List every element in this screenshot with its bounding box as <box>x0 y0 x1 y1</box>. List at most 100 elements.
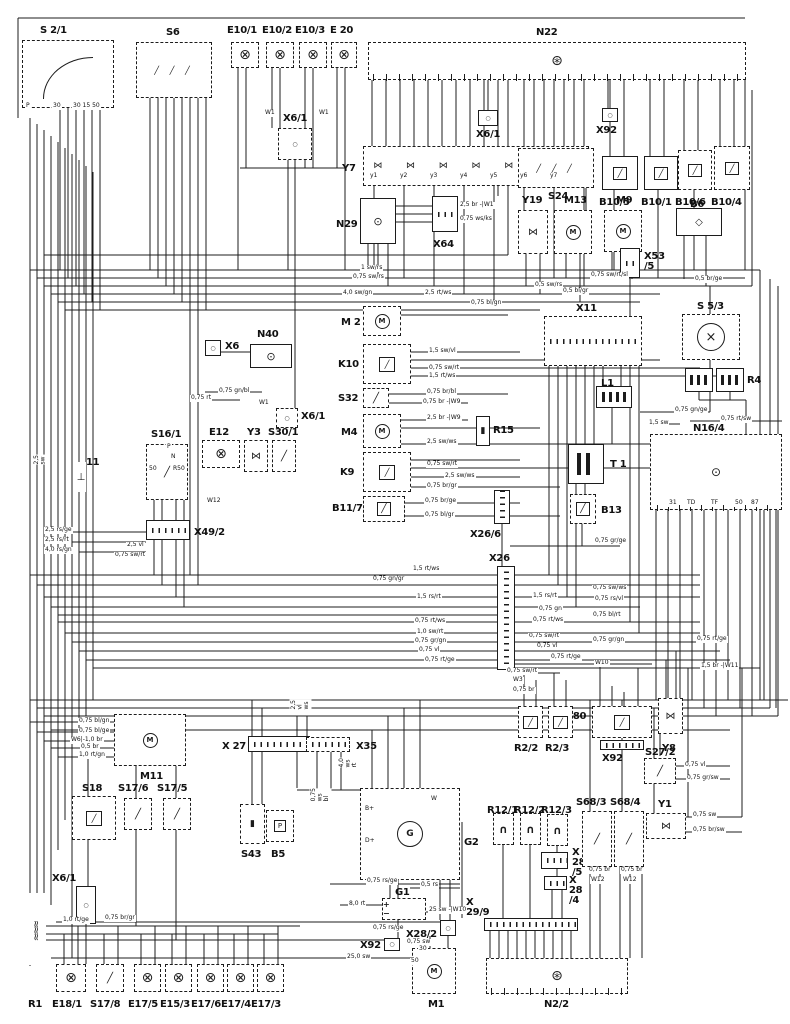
component-label-m2: M 2 <box>341 317 361 328</box>
wire-label: 50 <box>410 957 420 965</box>
component-label-m9: M9 <box>616 195 633 206</box>
component-x28-2 <box>440 920 456 936</box>
wire-label: W <box>430 795 438 803</box>
wire-label: 0,75 rt/ws <box>414 617 447 625</box>
wire-label: 2,5 br -|W1 <box>459 201 495 209</box>
wire-label: 1,0 sw/rt <box>416 628 445 636</box>
wire-label: N <box>170 453 177 461</box>
component-label-x29-9: X 29/9 <box>466 897 490 918</box>
wire-label: 0,75 gn <box>538 605 563 613</box>
component-label-s24: S24 <box>548 191 569 202</box>
wire-label: 0,75 br <box>620 866 644 874</box>
component-label-g1: G1 <box>395 887 410 898</box>
component-e12 <box>202 440 240 468</box>
component-s30-1 <box>272 440 296 472</box>
wire-label: 30 15 50 <box>72 102 101 110</box>
wire-label: y1 <box>369 172 379 180</box>
component-label-y8: Y8 <box>662 743 676 754</box>
wire-label: 0,75 gr/sw <box>686 774 720 782</box>
wire-label: 1,5 rt/ws <box>428 372 457 380</box>
wire-label: 8,0 rt <box>348 900 367 908</box>
component-r2-3 <box>548 706 573 738</box>
component-s68-3 <box>582 811 612 867</box>
wire-label: 0,75 bl/gr <box>424 511 456 519</box>
component-label-s6: S6 <box>166 27 180 38</box>
component-label-x6-1b: X6/1 <box>476 129 501 140</box>
component-label-r2-3: R2/3 <box>545 743 570 754</box>
component-label-y1: Y1 <box>658 799 672 810</box>
wire-label: 1 sw/rs <box>360 264 384 272</box>
component-label-s18: S18 <box>82 783 103 794</box>
component-s32 <box>363 388 389 408</box>
component-y19 <box>518 210 548 254</box>
wire-label: 0,75 sw/rt <box>426 460 459 468</box>
component-e17-5 <box>134 964 161 992</box>
component-label-e18-1: E18/1 <box>52 999 82 1010</box>
wire-label: W12 <box>590 876 606 884</box>
wire-label: P <box>166 443 172 451</box>
wire-label: 50 <box>734 499 744 507</box>
component-e20 <box>331 42 357 68</box>
component-x27 <box>248 736 310 752</box>
wire-label: 0,75 br/sw <box>692 826 726 834</box>
component-label-r4: R4 <box>747 375 762 386</box>
component-s2-1 <box>22 40 114 108</box>
wire-label: 0,75 rt/ge <box>696 635 728 643</box>
wire-label: D+ <box>364 837 376 845</box>
component-label-s16-1: S16/1 <box>151 429 182 440</box>
wire-label: 2,5 vl ws <box>290 700 312 710</box>
component-label-x26-6: X26/6 <box>470 529 501 540</box>
wire-label: B+ <box>364 805 376 813</box>
component-s17-5 <box>163 798 191 830</box>
component-label-m4: M4 <box>341 427 358 438</box>
component-label-x6-1c: X6/1 <box>301 411 326 422</box>
wire-label: 0,75 br/gr <box>426 482 458 490</box>
wire-label: 4,0 sw/gn <box>342 289 374 297</box>
wire-label: 0,75 bl/rt <box>592 611 622 619</box>
component-m13 <box>554 210 592 254</box>
component-label-x27: X 27 <box>222 741 246 752</box>
component-label-e10-2: E10/2 <box>262 25 292 36</box>
wire-label: 0,75 br/ge <box>424 497 458 505</box>
component-label-g11: 11 <box>86 457 100 468</box>
component-b10-4 <box>714 146 750 190</box>
wire-label: 0,75 sw/rt <box>528 632 561 640</box>
component-b13 <box>570 494 596 524</box>
component-label-e17-4: E17/4 <box>221 999 251 1010</box>
wire-label: 0,75 bl/ge <box>78 727 111 735</box>
wire-label: y4 <box>459 172 469 180</box>
wire-label: 1,5 sw/vl <box>428 347 457 355</box>
wire-label: 2,5 vl <box>126 541 145 549</box>
wire-label: 0,75 gn/ge <box>674 406 709 414</box>
component-label-r2-2: R2/2 <box>514 743 539 754</box>
wire-label: 2,5 rs/rt <box>44 536 70 544</box>
component-label-e20: E 20 <box>330 25 354 36</box>
wire-label: 30 <box>52 102 62 110</box>
component-b10-5 <box>602 156 638 190</box>
component-label-e10-3: E10/3 <box>295 25 325 36</box>
component-label-m13: M13 <box>564 195 587 206</box>
component-label-l1: L1 <box>601 378 614 389</box>
component-label-x35: X35 <box>356 741 377 752</box>
component-label-s32: S32 <box>338 393 359 404</box>
wire-label: 0,75 vl <box>536 642 559 650</box>
component-label-e15-3: E15/3 <box>160 999 190 1010</box>
wire-label: 0,75 rs/ge <box>372 924 405 932</box>
wire-label: 0,75 ws bl <box>310 788 332 802</box>
component-e17-4 <box>227 964 254 992</box>
wire-label: 25 sw -|W10 <box>428 906 468 914</box>
component-label-e17-3: E17/3 <box>251 999 281 1010</box>
component-label-r15: R15 <box>493 425 514 436</box>
component-s17-6 <box>124 798 152 830</box>
component-label-s17-8: S17/8 <box>90 999 121 1010</box>
wire-label: 2,5 rs/ge <box>44 526 73 534</box>
component-r12-2 <box>520 813 541 845</box>
wire-label: 0,75 vl <box>684 761 707 769</box>
component-label-s43: S43 <box>241 849 262 860</box>
component-label-x92c: X92 <box>360 940 381 951</box>
component-label-s80: S80 <box>566 711 587 722</box>
wire-label: W1 <box>258 399 270 407</box>
component-label-e17-5: E17/5 <box>128 999 158 1010</box>
component-e10-1 <box>231 42 259 68</box>
